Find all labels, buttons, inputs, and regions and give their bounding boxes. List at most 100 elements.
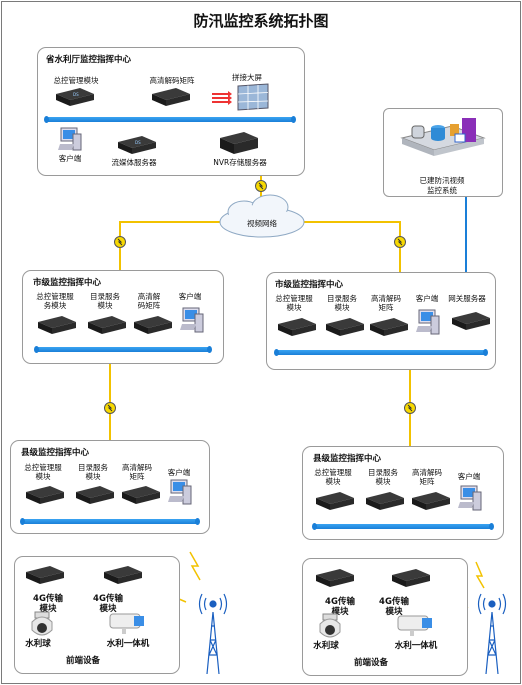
client-pc-icon	[180, 306, 206, 340]
province-label-5: NVR存储服务器	[213, 158, 267, 167]
client-pc-icon	[58, 126, 84, 158]
city-left-label-2a: 高清解	[137, 292, 161, 301]
city-right-label-3: 客户端	[415, 294, 439, 303]
server-icon	[362, 488, 406, 516]
city-right-label-0a: 总控管理服	[275, 294, 313, 303]
video-wall-icon	[210, 82, 272, 116]
front-right-label-1a: 4G传输	[379, 597, 409, 607]
county-left-label-1b: 模块	[85, 472, 101, 481]
front-left-label-0a: 4G传输	[33, 594, 63, 604]
radio-tower-left-icon	[198, 593, 228, 675]
4g-module-icon	[312, 565, 356, 593]
city-right-title: 市级监控指挥中心	[275, 280, 344, 290]
link-cloud-city-left	[119, 221, 225, 270]
county-left-label-3: 客户端	[167, 468, 191, 477]
front-right-label-0b: 模块	[331, 607, 349, 617]
radio-tower-right-icon	[477, 593, 507, 675]
bullet-camera-icon	[104, 610, 148, 640]
county-left-bus	[20, 518, 200, 525]
front-right-label-0a: 4G传输	[325, 597, 355, 607]
county-left-label-2a: 高清解码	[122, 463, 152, 472]
province-label-4: 流媒体服务器	[111, 158, 157, 167]
server-icon	[34, 312, 78, 340]
decoder-matrix-icon	[130, 312, 174, 340]
dome-camera-icon	[30, 610, 54, 646]
province-center-title: 省水利厅监控指挥中心	[46, 55, 132, 65]
client-pc-icon	[168, 478, 194, 512]
county-right-label-1a: 目录服务	[368, 468, 398, 477]
front-left-label-1a: 4G传输	[93, 594, 123, 604]
gateway-server-icon	[448, 308, 492, 338]
existing-system-label-2: 监控系统	[427, 186, 457, 195]
link-node-icons	[104, 180, 416, 414]
city-right-label-2b: 矩阵	[378, 303, 394, 312]
province-center-box: 省水利厅监控指挥中心	[37, 47, 305, 176]
4g-module-icon	[388, 565, 432, 593]
server-icon: DS	[52, 84, 96, 112]
front-left-label-3: 水利一体机	[106, 639, 150, 649]
county-right-label-3: 客户端	[457, 472, 481, 481]
city-left-bus	[34, 346, 212, 353]
city-left-title: 市级监控指挥中心	[33, 278, 102, 288]
front-left-label-2: 水利球	[25, 639, 51, 649]
svg-text:DS: DS	[135, 140, 141, 145]
server-icon	[72, 482, 116, 510]
province-label-1: 高清解码矩阵	[149, 76, 195, 85]
city-right-bus	[274, 349, 488, 356]
county-right-label-2a: 高清解码	[412, 468, 442, 477]
lightning-right-top	[475, 561, 485, 589]
city-left-label-3: 客户端	[178, 292, 202, 301]
nvr-server-icon	[216, 128, 260, 160]
front-right-title: 前端设备	[353, 658, 388, 668]
county-left-label-0a: 总控管理服	[24, 463, 62, 472]
county-left-label-2b: 矩阵	[129, 472, 145, 481]
city-right-label-1a: 目录服务	[327, 294, 357, 303]
network-cloud-label: 视频网络	[247, 219, 277, 228]
city-right-label-2a: 高清解码	[371, 294, 401, 303]
county-left-label-1a: 目录服务	[78, 463, 108, 472]
county-right-label-0a: 总控管理服	[314, 468, 352, 477]
server-icon	[322, 314, 366, 342]
server-icon	[312, 488, 356, 516]
front-left-title: 前端设备	[65, 656, 100, 666]
city-right-label-0b: 模块	[286, 303, 302, 312]
bullet-camera-icon	[392, 612, 436, 642]
province-label-3: 客户端	[58, 154, 82, 163]
county-right-bus	[312, 523, 494, 530]
county-right-label-1b: 模块	[375, 477, 391, 486]
front-right-label-1b: 模块	[385, 607, 403, 617]
city-left-label-0b: 务模块	[43, 301, 67, 310]
province-bus	[44, 116, 296, 123]
county-right-label-0b: 模块	[325, 477, 341, 486]
county-left-label-0b: 模块	[35, 472, 51, 481]
front-right-label-2: 水利球	[313, 641, 339, 651]
decoder-matrix-icon	[366, 314, 410, 342]
lightning-left-top	[189, 551, 201, 581]
dome-camera-icon	[318, 612, 342, 648]
province-label-0: 总控管理模块	[53, 76, 99, 85]
city-left-label-1a: 目录服务	[90, 292, 120, 301]
link-cloud-city-right	[300, 221, 401, 272]
server-icon	[22, 482, 66, 510]
4g-module-icon	[22, 562, 66, 590]
front-left-label-0b: 模块	[39, 604, 57, 614]
streaming-server-icon: DS	[114, 132, 158, 160]
front-left-label-1b: 模块	[99, 604, 117, 614]
server-icon	[84, 312, 128, 340]
4g-module-icon	[100, 562, 144, 590]
diagram-title: 防汛监控系统拓扑图	[193, 12, 329, 30]
city-left-label-0a: 总控管理服	[36, 292, 74, 301]
decoder-matrix-icon	[148, 84, 192, 112]
province-label-2: 拼接大屏	[232, 73, 262, 82]
city-right-label-4: 网关服务器	[448, 294, 486, 303]
city-left-label-1b: 模块	[97, 301, 113, 310]
cloud-icon	[219, 194, 305, 238]
city-right-label-1b: 模块	[334, 303, 350, 312]
county-left-title: 县级监控指挥中心	[21, 448, 90, 458]
decoder-matrix-icon	[118, 482, 162, 510]
county-left-box: 县级监控指挥中心	[10, 440, 210, 534]
client-pc-icon	[458, 484, 484, 518]
